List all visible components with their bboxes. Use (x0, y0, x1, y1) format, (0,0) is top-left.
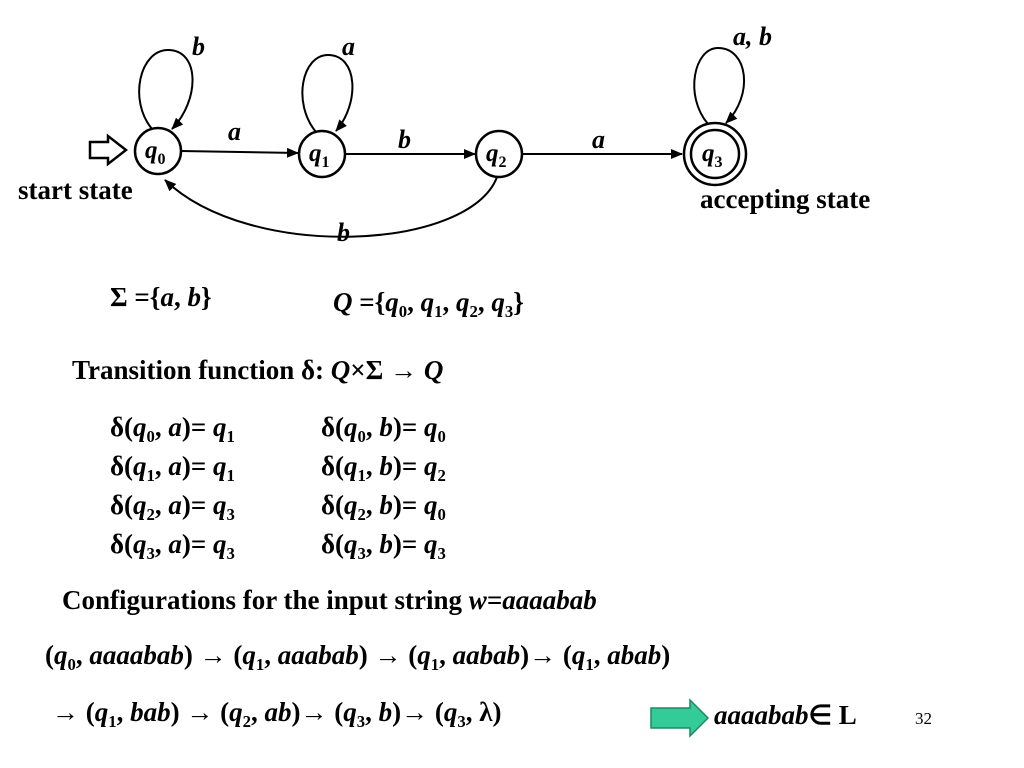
states-set-definition: Q ={q0, q1, q2, q3} (333, 287, 524, 321)
label-loop-q1: a (342, 32, 355, 61)
transition-row: δ(q2, a)= q3 (110, 490, 235, 524)
page-number: 32 (915, 709, 932, 728)
green-arrow-icon (650, 698, 710, 738)
loop-q1 (301, 53, 354, 133)
result-membership: ∈ L (808, 700, 857, 730)
edge-q2-q0 (164, 176, 498, 238)
transition-row: δ(q3, a)= q3 (110, 529, 235, 563)
config-item: (q2, ab) (220, 697, 301, 731)
loop-q3 (693, 46, 746, 125)
state-q3-inner-circle (689, 128, 741, 180)
start-arrow-icon (88, 133, 129, 167)
edge-q0-q1 (180, 147, 299, 158)
qset-item: 0 (398, 301, 408, 321)
transition-row: δ(q3, b)= q3 (321, 529, 446, 563)
transition-row: δ(q2, b)= q0 (321, 490, 446, 524)
result-word: aaaabab (714, 700, 809, 730)
config-title-text: Configurations for the input string (62, 585, 469, 615)
transition-list-b: δ(q0, b)= q0 δ(q1, b)= q2 δ(q2, b)= q0 δ… (321, 408, 446, 564)
label-q2-q0: b (337, 218, 350, 247)
config-item: (q1, bab) (85, 697, 180, 731)
transition-function-title: Transition function δ: Q×Σ → Q (72, 355, 443, 386)
transition-list-a: δ(q0, a)= q1 δ(q1, a)= q1 δ(q2, a)= q3 δ… (110, 408, 235, 564)
transition-row: δ(q0, b)= q0 (321, 412, 446, 446)
sigma-rhs: } (200, 282, 212, 312)
qset-item: 2 (469, 301, 478, 321)
config-item: (q0, aaaabab) (45, 640, 193, 674)
sigma-a: a (160, 282, 174, 312)
qset-eq: ={ (352, 287, 386, 317)
sigma-lhs: Σ ={ (110, 282, 161, 312)
transition-title-q2: Q (423, 355, 444, 385)
label-loop-q0: b (192, 32, 205, 61)
transition-row: δ(q1, b)= q2 (321, 451, 446, 485)
qset-rhs: } (513, 287, 524, 317)
config-item: (q3, λ) (434, 697, 502, 731)
label-loop-q3: a, b (733, 22, 772, 51)
qset-lhs: Q (333, 287, 353, 317)
state-q3-label: q3 (702, 140, 723, 171)
sigma-definition: Σ ={a, b} (110, 282, 212, 313)
config-title-word: w=aaaabab (468, 585, 597, 615)
label-q2-q3: a (592, 125, 605, 154)
label-q1-q2: b (398, 125, 411, 154)
configurations-title: Configurations for the input string w=aa… (62, 585, 597, 616)
transition-title-times: ×Σ → (350, 355, 424, 385)
config-item: (q1, aaabab) (233, 640, 368, 674)
loop-q0 (138, 48, 194, 130)
transition-row: δ(q0, a)= q1 (110, 412, 235, 446)
transition-row: δ(q1, a)= q1 (110, 451, 235, 485)
label-q0-q1: a (228, 117, 241, 146)
state-q0-label: q0 (145, 137, 166, 168)
start-state-label: start state (18, 175, 133, 205)
config-item: (q3, b) (334, 697, 402, 731)
config-item: (q1, aabab) (408, 640, 530, 674)
sigma-b: b (187, 282, 201, 312)
transition-title-q: Q (330, 355, 351, 385)
qset-item: 3 (504, 301, 514, 321)
sigma-sep: , (173, 282, 188, 312)
state-q2-label: q2 (486, 140, 507, 171)
state-q1-label: q1 (309, 140, 330, 171)
config-item: (q1, abab) (562, 640, 671, 674)
transition-title-text: Transition function δ: (72, 355, 331, 385)
accepting-state-label: accepting state (700, 184, 870, 214)
configurations-line-2: → (q1, bab) → (q2, ab)→ (q3, b)→ (q3, λ) (52, 697, 502, 731)
qset-item: 1 (434, 301, 443, 321)
membership-result: aaaabab∈ L (714, 700, 857, 731)
configurations-line-1: (q0, aaaabab) → (q1, aaabab) → (q1, aaba… (45, 640, 671, 674)
